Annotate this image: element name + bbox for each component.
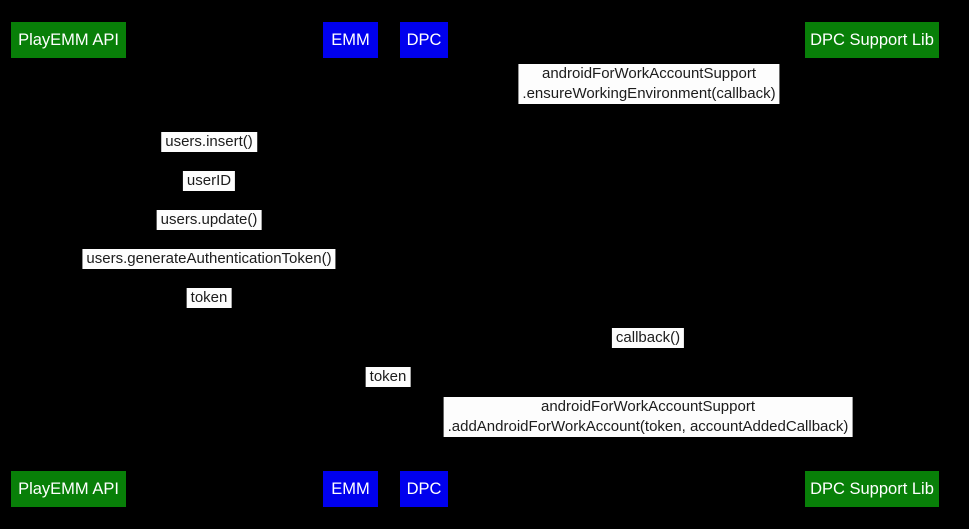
- message-users-generate-authentication-token: users.generateAuthenticationToken(): [82, 249, 336, 269]
- actor-emm-bottom: EMM: [323, 471, 378, 507]
- message-add-android-for-work-account: androidForWorkAccountSupport .addAndroid…: [443, 397, 853, 437]
- actor-dpc-top: DPC: [400, 22, 448, 58]
- actor-emm-top: EMM: [323, 22, 378, 58]
- message-ensure-working-environment: androidForWorkAccountSupport .ensureWork…: [518, 64, 780, 104]
- message-callback: callback(): [611, 328, 685, 348]
- actor-dpc-bottom: DPC: [400, 471, 448, 507]
- actor-dpc-support-lib-top: DPC Support Lib: [805, 22, 939, 58]
- message-users-insert: users.insert(): [161, 132, 257, 152]
- actor-dpc-support-lib-bottom: DPC Support Lib: [805, 471, 939, 507]
- message-userid-return: userID: [182, 171, 236, 191]
- message-users-update: users.update(): [156, 210, 262, 230]
- actor-playemm-api-top: PlayEMM API: [11, 22, 126, 58]
- actor-playemm-api-bottom: PlayEMM API: [11, 471, 126, 507]
- message-token-forward: token: [365, 367, 411, 387]
- message-token-return: token: [186, 288, 232, 308]
